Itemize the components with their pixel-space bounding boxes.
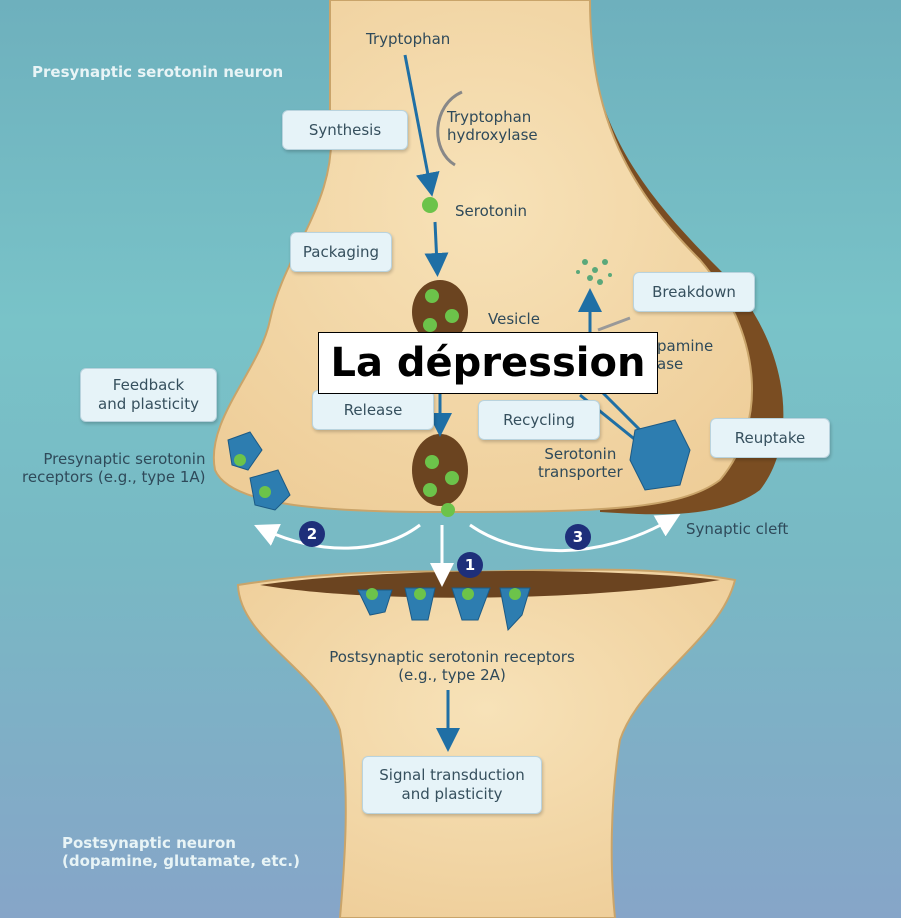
step-badge-2: 2 — [299, 521, 325, 547]
vesicle-label: Vesicle — [488, 310, 540, 328]
step-badge-3: 3 — [565, 524, 591, 550]
serotonin-label: Serotonin — [455, 202, 528, 220]
breakdown-box: Breakdown — [633, 272, 755, 312]
step-badge-1: 1 — [457, 552, 483, 578]
tryptophan-label: Tryptophan — [366, 30, 451, 48]
title-overlay: La dépression — [318, 332, 658, 394]
postsynaptic-receptors-label: Postsynaptic serotonin receptors(e.g., t… — [329, 648, 575, 684]
release-box: Release — [312, 390, 434, 430]
packaging-box: Packaging — [290, 232, 392, 272]
recycling-box: Recycling — [478, 400, 600, 440]
postsynaptic-neuron-label: Postsynaptic neuron(dopamine, glutamate,… — [62, 834, 300, 870]
presynaptic-neuron-label: Presynaptic serotonin neuron — [32, 63, 284, 81]
reuptake-box: Reuptake — [710, 418, 830, 458]
postsynaptic-neuron — [236, 568, 737, 918]
synaptic-cleft-label: Synaptic cleft — [686, 520, 789, 538]
receptors — [227, 419, 691, 632]
synthesis-box: Synthesis — [282, 110, 408, 150]
vesicle — [412, 434, 468, 506]
